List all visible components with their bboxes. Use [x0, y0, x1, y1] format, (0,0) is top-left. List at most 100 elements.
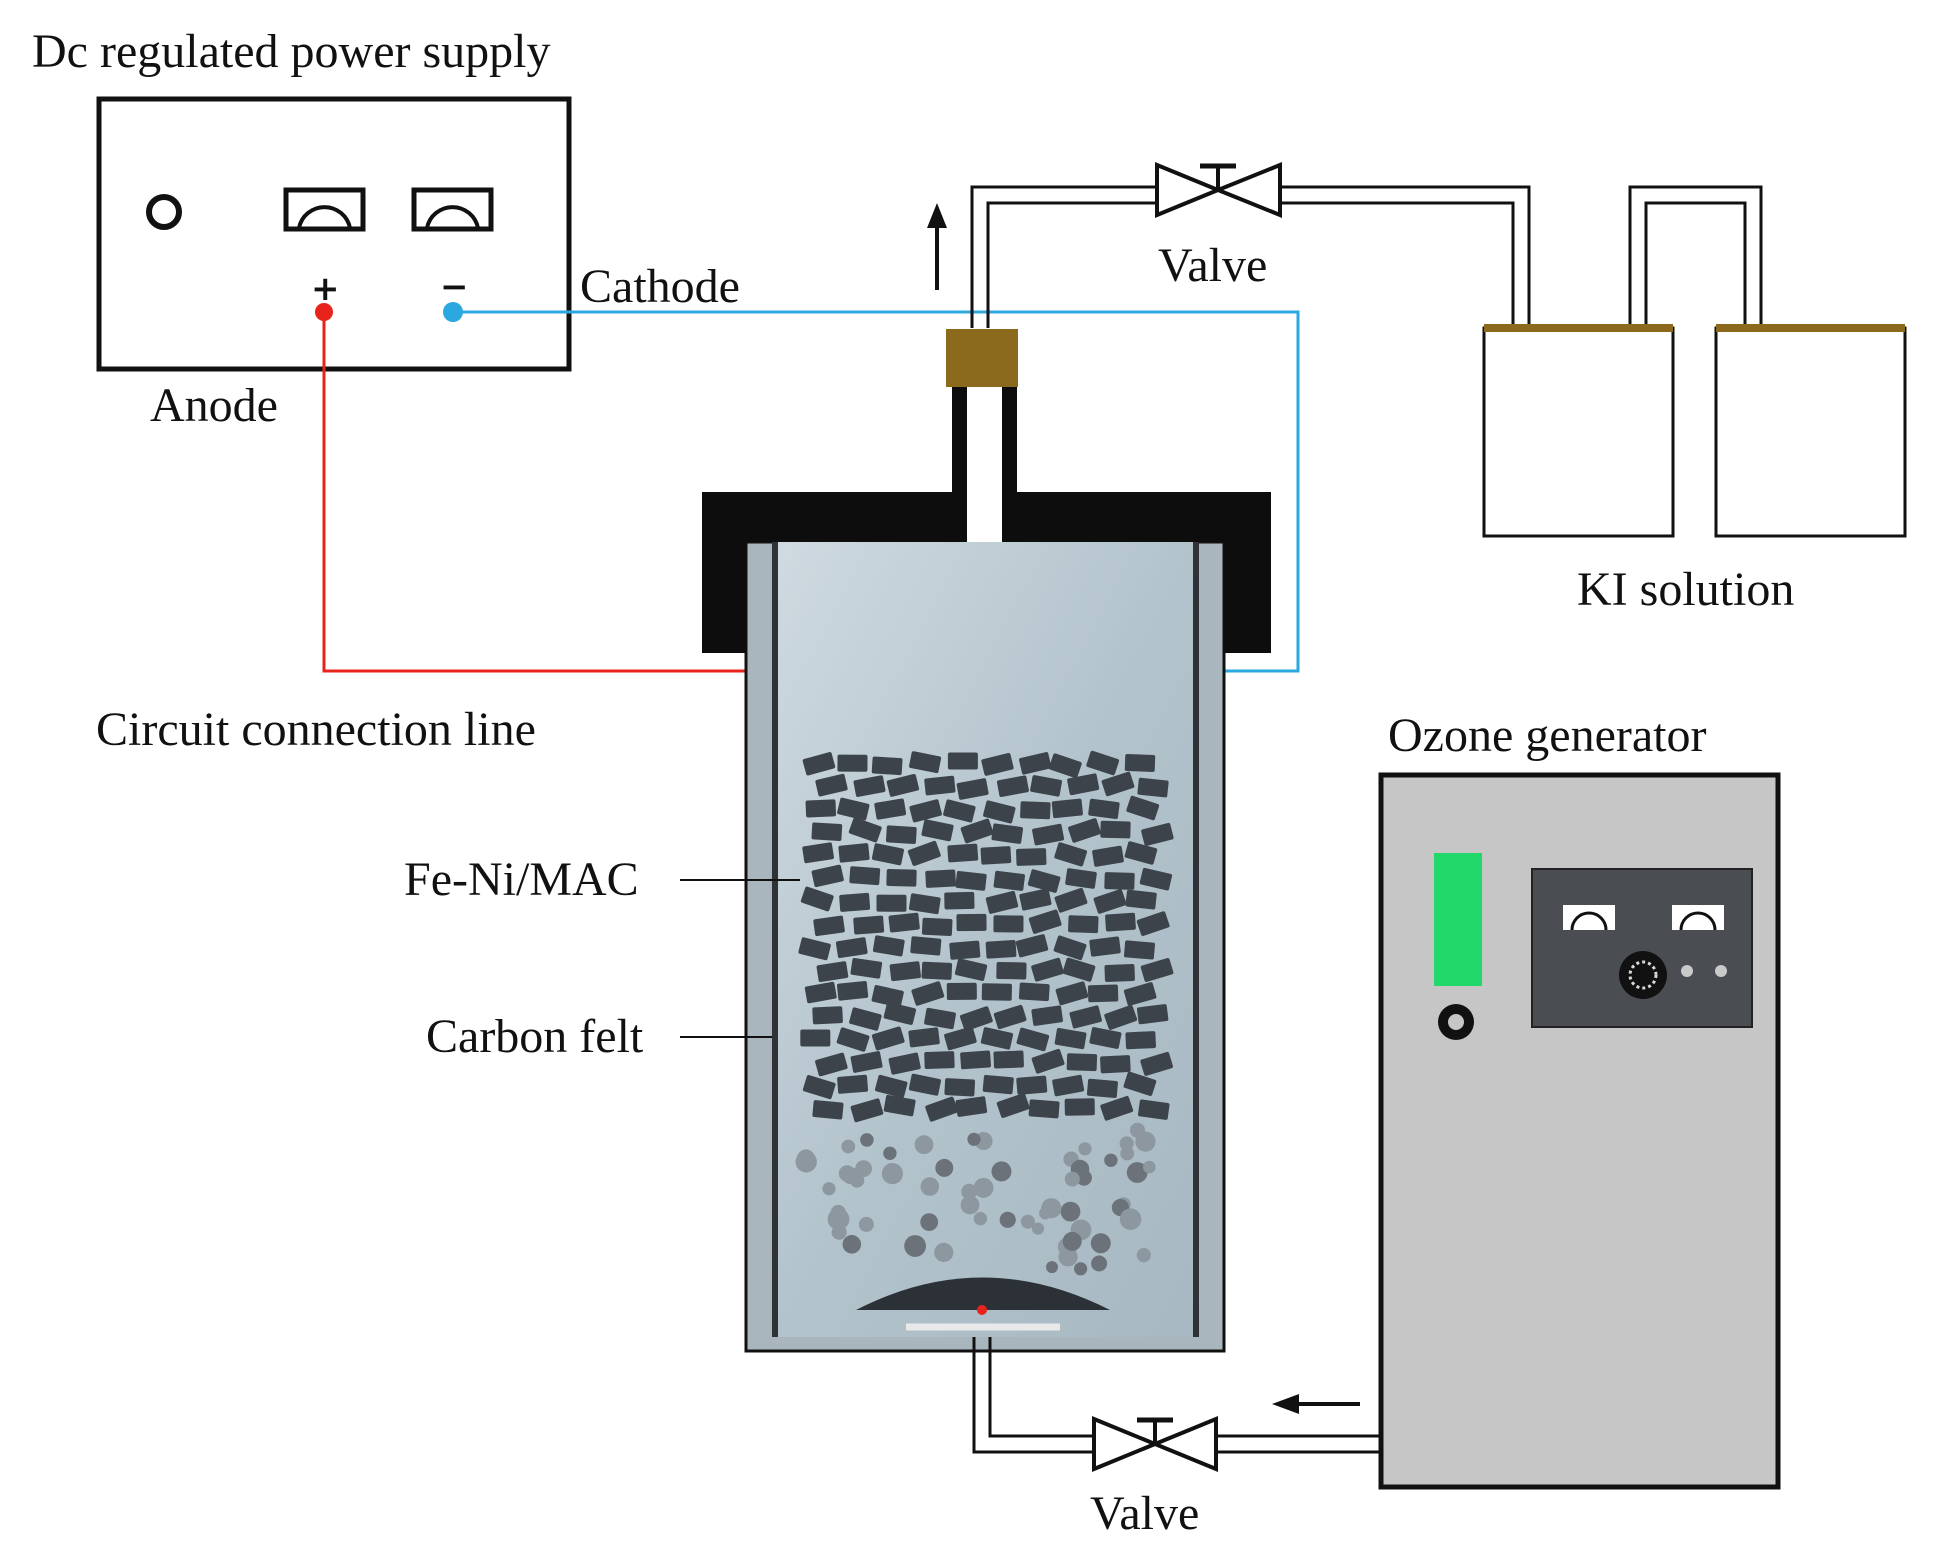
particle — [871, 843, 904, 866]
bubble — [1126, 1162, 1148, 1183]
particle — [886, 773, 920, 797]
particle — [921, 961, 953, 980]
particle — [949, 940, 981, 960]
bubble — [967, 1132, 981, 1146]
particle — [1053, 935, 1087, 961]
bubble — [904, 1235, 926, 1257]
particle — [813, 915, 845, 937]
particle — [947, 843, 979, 863]
particle — [888, 1052, 921, 1075]
particle — [1019, 752, 1052, 775]
particle — [1139, 867, 1173, 891]
dc-power-supply — [96, 96, 572, 372]
particle — [1032, 823, 1065, 846]
bubble — [1039, 1207, 1052, 1220]
particle — [954, 958, 988, 981]
particle — [944, 1026, 977, 1051]
voltmeter-icon — [1672, 905, 1724, 931]
bubble — [961, 1183, 978, 1200]
bubble — [973, 1177, 994, 1198]
particle — [1105, 912, 1136, 932]
dial-knob-icon[interactable] — [1438, 1004, 1474, 1040]
particle — [1093, 889, 1127, 914]
bubble — [1060, 1201, 1081, 1222]
particle — [1123, 940, 1155, 960]
bubble — [831, 1225, 847, 1240]
bubble — [935, 1158, 954, 1177]
valve-top-label: Valve — [1158, 239, 1268, 292]
ammeter-icon — [283, 187, 366, 232]
bubble — [1119, 1136, 1134, 1151]
bubble — [1090, 1233, 1111, 1254]
bubble — [841, 1139, 856, 1154]
bubble — [1135, 1131, 1156, 1152]
particle — [802, 842, 834, 864]
particle — [1027, 869, 1061, 893]
bubble — [934, 1242, 954, 1262]
particle — [924, 775, 956, 796]
particle — [907, 840, 941, 866]
particle — [805, 799, 837, 818]
particle — [1086, 750, 1120, 776]
particle — [1069, 1005, 1102, 1029]
particle — [850, 1098, 884, 1123]
particle — [1052, 1074, 1085, 1097]
bubble — [1104, 1153, 1118, 1168]
particle — [1126, 795, 1160, 821]
bubble — [855, 1160, 872, 1177]
particle — [839, 892, 871, 912]
valve-icon[interactable] — [1155, 162, 1282, 218]
bubble — [795, 1151, 817, 1173]
particle — [911, 981, 945, 1006]
valve-icon[interactable] — [1092, 1416, 1218, 1472]
bubble — [827, 1208, 850, 1231]
particle — [1048, 753, 1082, 779]
fe-ni-mac-label: Fe-Ni/MAC — [404, 853, 639, 906]
particle — [980, 1027, 1014, 1050]
particle — [1028, 909, 1062, 934]
particle — [1123, 982, 1157, 1006]
particle — [944, 891, 975, 910]
particle — [837, 1074, 869, 1094]
particle — [1018, 982, 1050, 1002]
particle — [1068, 818, 1101, 843]
bubble — [1031, 1222, 1045, 1235]
particle — [871, 1026, 905, 1051]
reactor-cap — [946, 329, 1018, 387]
particle — [1054, 1027, 1087, 1050]
particle — [1104, 872, 1135, 890]
particle — [985, 890, 1019, 914]
particle — [944, 1078, 976, 1097]
particle — [1016, 848, 1047, 866]
particle — [837, 797, 870, 821]
particle — [959, 1006, 993, 1032]
particle — [800, 1029, 831, 1047]
ozone-control-panel — [1531, 868, 1753, 1028]
particle — [849, 866, 881, 886]
particle — [850, 957, 883, 979]
particle — [1065, 868, 1097, 889]
bubble — [920, 1177, 940, 1196]
bubble — [920, 1213, 939, 1231]
bubble — [883, 1146, 897, 1161]
particle — [850, 1051, 883, 1073]
dial-knob-icon[interactable] — [1619, 951, 1667, 999]
bubble — [881, 1163, 904, 1185]
particle — [871, 985, 904, 1008]
bubble — [1020, 1214, 1035, 1229]
particle — [960, 818, 994, 844]
particle — [1087, 984, 1119, 1003]
bubble — [1091, 1255, 1108, 1272]
particle — [996, 1093, 1030, 1118]
power-switch-icon[interactable] — [146, 194, 182, 230]
particle — [981, 983, 1012, 1001]
particle — [1088, 798, 1120, 819]
particle — [909, 799, 942, 823]
ki-solution-bottles — [1482, 324, 1907, 538]
particle — [993, 1050, 1024, 1069]
bubble — [1074, 1262, 1088, 1276]
particle — [1068, 915, 1099, 934]
particle — [1140, 958, 1174, 982]
particle — [1067, 773, 1100, 796]
particle — [837, 754, 868, 772]
